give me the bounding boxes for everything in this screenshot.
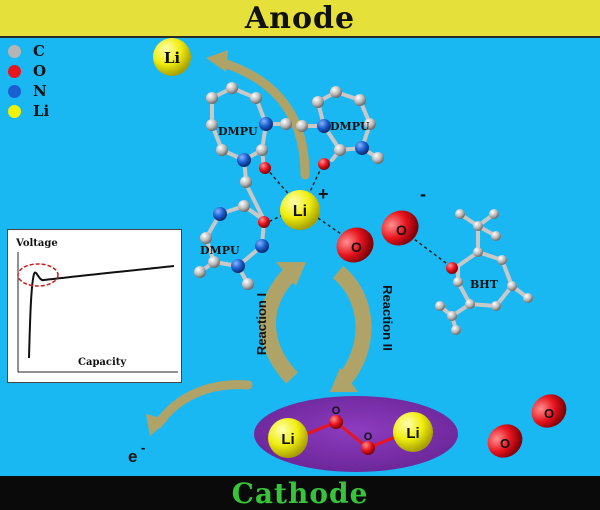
- anode-banner: Anode: [0, 0, 600, 38]
- electron-label: e: [128, 447, 137, 466]
- free-li-label: Li: [164, 49, 181, 67]
- superoxide-molecule: O O -: [336, 184, 426, 263]
- voltage-capacity-inset: Voltage Capacity: [7, 229, 182, 383]
- bht-label: BHT: [470, 278, 499, 291]
- dmpu-molecule-top-right: DMPU: [296, 86, 384, 170]
- anode-title: Anode: [244, 0, 356, 36]
- bht-molecule: BHT: [435, 209, 533, 335]
- reaction-cycle-arrows: [260, 262, 372, 392]
- highlight-ellipse: [17, 263, 59, 287]
- oxygen-label: O: [364, 431, 373, 443]
- cathode-title: Cathode: [231, 476, 369, 510]
- li2o2-li-right-label: Li: [406, 425, 419, 442]
- carbon-atom-icon: [8, 44, 21, 58]
- legend-label: O: [33, 62, 47, 80]
- oxygen-label: O: [332, 405, 341, 417]
- legend-label: Li: [33, 102, 50, 120]
- oxygen-molecule: O O: [487, 394, 567, 458]
- li-charge-label: +: [318, 184, 329, 204]
- chart-ylabel: Voltage: [15, 238, 58, 249]
- reaction-one-label: Reaction I: [254, 293, 269, 355]
- superoxide-charge: -: [420, 184, 426, 204]
- nitrogen-atom-icon: [8, 84, 21, 98]
- oxygen-label: O: [351, 239, 362, 255]
- chart-xlabel: Capacity: [78, 357, 127, 368]
- dmpu-label: DMPU: [218, 125, 258, 138]
- oxygen-atom-icon: [8, 64, 21, 78]
- reaction-two-label: Reaction II: [380, 285, 395, 351]
- dmpu-molecule-top-left: DMPU: [206, 82, 292, 188]
- lithium-peroxide-product: Li Li O O: [254, 396, 458, 472]
- legend-item-lithium: Li: [8, 102, 49, 120]
- dmpu-label: DMPU: [330, 120, 370, 133]
- li2o2-li-left-label: Li: [281, 431, 294, 448]
- lithium-cation: Li +: [280, 184, 329, 230]
- voltage-curve-chart: Voltage Capacity: [15, 238, 178, 373]
- legend-item-carbon: C: [8, 42, 45, 60]
- li-center-label: Li: [293, 203, 307, 220]
- legend-label: N: [33, 82, 47, 100]
- electron-arrow: [146, 380, 253, 436]
- legend-label: C: [33, 42, 45, 60]
- legend-item-oxygen: O: [8, 62, 46, 80]
- dmpu-label: DMPU: [200, 244, 240, 257]
- electron-charge: -: [141, 440, 145, 455]
- oxygen-label: O: [396, 222, 407, 238]
- oxygen-label: O: [544, 406, 554, 421]
- voltage-curve: [28, 265, 175, 359]
- cathode-banner: Cathode: [0, 476, 600, 510]
- oxygen-label: O: [500, 436, 510, 451]
- dmpu-molecule-bottom: DMPU: [194, 200, 270, 290]
- free-lithium-atom: Li: [153, 38, 191, 76]
- legend-item-nitrogen: N: [8, 82, 47, 100]
- lithium-atom-icon: [8, 104, 21, 118]
- li-release-arrow: [206, 50, 310, 180]
